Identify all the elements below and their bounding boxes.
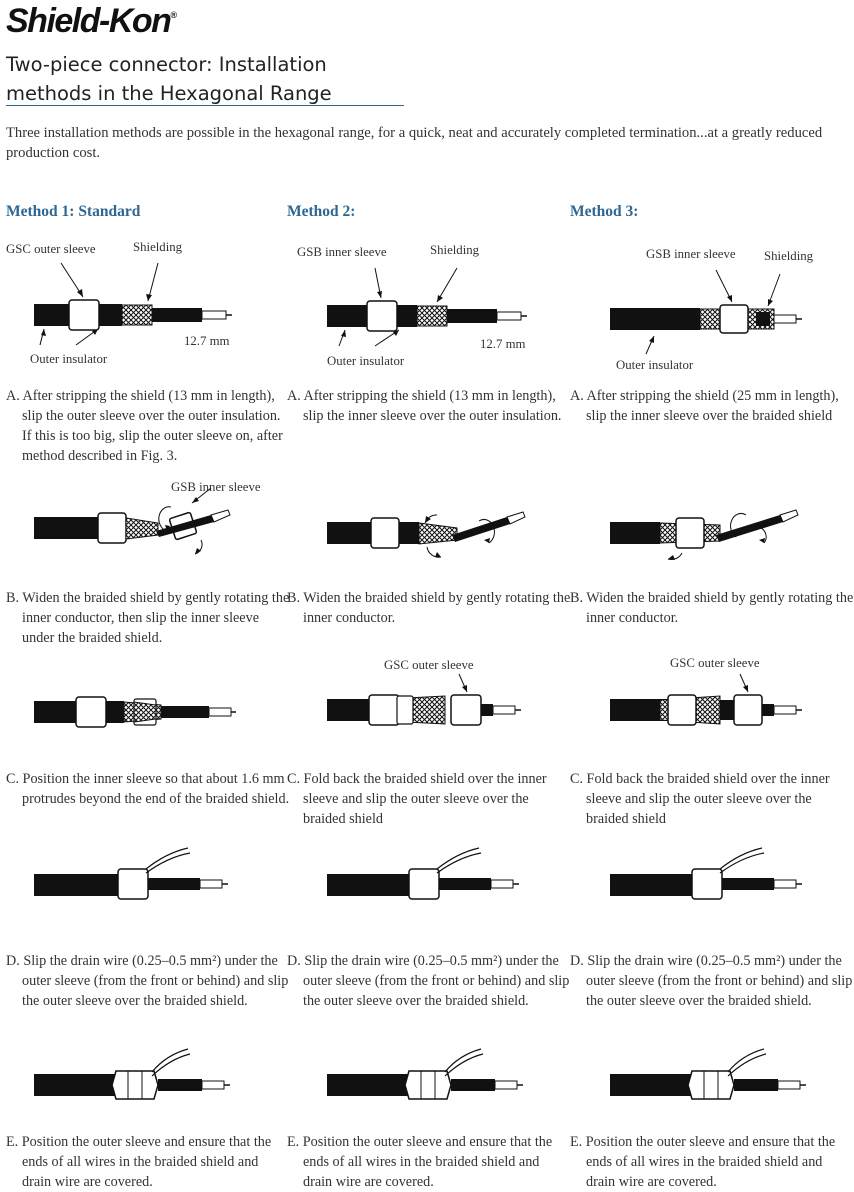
label-gsc-outer-sleeve: GSC outer sleeve: [670, 656, 760, 670]
page-title: Two-piece connector: Installation method…: [6, 50, 332, 108]
method-1-step-a: A. After stripping the shield (13 mm in …: [6, 388, 283, 464]
label-length: 12.7 mm: [480, 337, 526, 351]
label-gsc-outer-sleeve: GSC outer sleeve: [6, 242, 96, 256]
label-outer-insulator: Outer insulator: [327, 354, 405, 368]
method-2-step-c: C. Fold back the braided shield over the…: [287, 771, 547, 827]
method-1-step-b: B. Widen the braided shield by gently ro…: [6, 590, 290, 646]
method-2-step-b: B. Widen the braided shield by gently ro…: [287, 590, 571, 626]
fig-3b-widen-braid: [610, 509, 799, 560]
fig-1b-widen-braid: [34, 487, 231, 555]
method-3-step-e: E. Position the outer sleeve and ensure …: [570, 1134, 836, 1190]
method-1-step-c: C. Position the inner sleeve so that abo…: [6, 771, 290, 807]
title-line-2: methods in the Hexagonal Range: [6, 82, 332, 105]
method-1-step-e: E. Position the outer sleeve and ensure …: [6, 1134, 272, 1190]
method-3-title: Method 3:: [570, 203, 639, 220]
method-1-title: Method 1: Standard: [6, 203, 141, 220]
fig-3c-fold-braid: [610, 673, 802, 726]
method-2-step-d: D. Slip the drain wire (0.25–0.5 mm²) un…: [287, 953, 570, 1009]
method-2-title: Method 2:: [287, 203, 356, 220]
registered-mark: ®: [170, 10, 178, 20]
method-1-step-d: D. Slip the drain wire (0.25–0.5 mm²) un…: [6, 953, 289, 1009]
method-3-step-d: D. Slip the drain wire (0.25–0.5 mm²) un…: [570, 953, 853, 1009]
title-underline: [6, 105, 404, 106]
title-line-1: Two-piece connector: Installation: [6, 53, 327, 76]
fig-1a-cable-stripped: [34, 262, 232, 346]
fig-1c-inner-sleeve-positioned: [34, 696, 236, 728]
method-2-step-e: E. Position the outer sleeve and ensure …: [287, 1134, 553, 1190]
label-shielding: Shielding: [764, 249, 814, 263]
label-outer-insulator: Outer insulator: [616, 358, 694, 372]
brand-logo: Shield-Kon®: [6, 2, 177, 41]
method-3-step-a: A. After stripping the shield (25 mm in …: [570, 388, 839, 424]
method-3-step-c: C. Fold back the braided shield over the…: [570, 771, 830, 827]
fig-2b-widen-braid: [327, 511, 526, 558]
label-shielding: Shielding: [133, 240, 183, 254]
fig-2e-outer-sleeve-final: [327, 1048, 523, 1100]
label-gsc-outer-sleeve: GSC outer sleeve: [384, 658, 474, 672]
label-gsb-inner-sleeve: GSB inner sleeve: [171, 480, 261, 494]
method-2-step-a: A. After stripping the shield (13 mm in …: [287, 388, 562, 424]
fig-3e-outer-sleeve-final: [610, 1048, 806, 1100]
fig-2a-cable-stripped: [327, 267, 527, 347]
brand-name: Shield-Kon: [6, 2, 172, 40]
fig-1d-drain-wire: [34, 847, 228, 900]
label-length: 12.7 mm: [184, 334, 230, 348]
label-gsb-inner-sleeve: GSB inner sleeve: [646, 247, 736, 261]
fig-2c-fold-braid: [327, 673, 521, 726]
method-2-column: Method 2: GSB inner sleeve Shielding Out…: [287, 0, 570, 1190]
method-1-column: Method 1: Standard GSC outer sleeve Shie…: [6, 0, 289, 1190]
fig-2d-drain-wire: [327, 847, 519, 900]
fig-3d-drain-wire: [610, 847, 802, 900]
intro-text: Three installation methods are possible …: [6, 125, 823, 161]
label-gsb-inner-sleeve: GSB inner sleeve: [297, 245, 387, 259]
label-outer-insulator: Outer insulator: [30, 352, 108, 366]
label-shielding: Shielding: [430, 243, 480, 257]
fig-3a-inner-sleeve-over-braid: [610, 269, 802, 355]
fig-1e-outer-sleeve-final: [34, 1048, 230, 1100]
method-3-step-b: B. Widen the braided shield by gently ro…: [570, 590, 854, 626]
method-3-column: Method 3: GSB inner sleeve Shielding Out…: [570, 0, 853, 1190]
